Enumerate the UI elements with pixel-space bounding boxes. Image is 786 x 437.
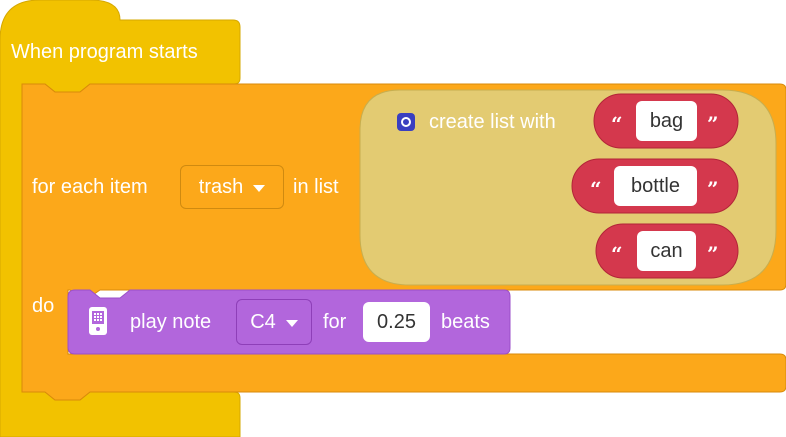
beats-input[interactable]: 0.25	[363, 302, 430, 342]
list-item-text-field[interactable]: bottle	[614, 166, 697, 206]
list-item-text-field[interactable]: bag	[636, 101, 697, 141]
open-quote-icon: “	[611, 112, 623, 136]
hub-device-icon	[89, 307, 107, 335]
close-quote-icon: ”	[707, 177, 719, 201]
close-quote-icon: ”	[707, 242, 719, 266]
gear-icon[interactable]	[397, 113, 415, 131]
for-label: for	[323, 311, 347, 333]
do-label: do	[32, 295, 55, 317]
chevron-down-icon	[253, 185, 266, 192]
beats-label: beats	[441, 311, 490, 333]
chevron-down-icon	[285, 320, 298, 327]
open-quote-icon: “	[611, 242, 623, 266]
play-note-label: play note	[130, 311, 212, 333]
note-value: C4	[250, 310, 276, 333]
for-each-label: for each item	[32, 176, 148, 198]
open-quote-icon: “	[590, 177, 602, 201]
note-dropdown[interactable]: C4	[236, 299, 312, 345]
hat-block-label: When program starts	[11, 41, 198, 63]
create-list-label: create list with	[429, 111, 556, 133]
list-item-text-field[interactable]: can	[637, 231, 696, 271]
loop-variable-dropdown[interactable]: trash	[180, 165, 284, 209]
loop-variable-value: trash	[198, 175, 244, 198]
close-quote-icon: ”	[707, 112, 719, 136]
in-list-label: in list	[293, 176, 339, 198]
